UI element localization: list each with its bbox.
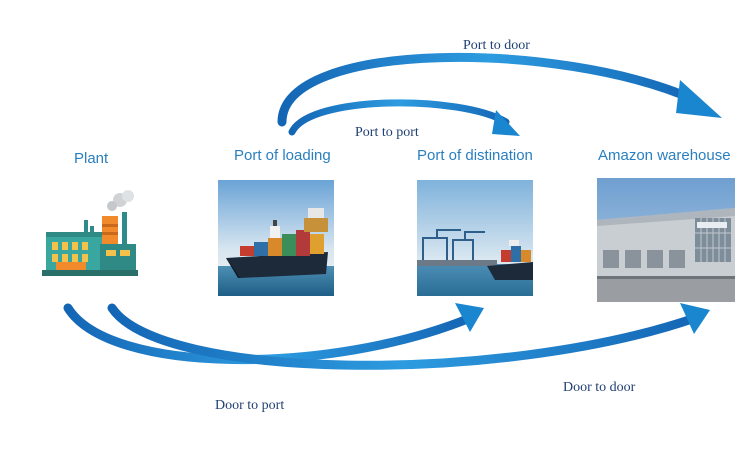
- port-of-loading-label: Port of loading: [234, 147, 331, 164]
- plant-label: Plant: [74, 150, 109, 167]
- amazon-warehouse-label: Amazon warehouse: [598, 147, 731, 164]
- port-to-port-arrow: [288, 99, 520, 136]
- door-to-door-label: Door to door: [563, 380, 636, 395]
- door-to-port-label: Door to port: [215, 398, 285, 413]
- port-of-destination-label: Port of distination: [417, 147, 533, 164]
- warehouse-photo: [597, 178, 735, 302]
- port-to-door-label: Port to door: [463, 38, 530, 53]
- port-to-door-arrow: [277, 52, 722, 127]
- cargo-ship-photo: [218, 180, 334, 296]
- container-port-photo: [417, 180, 533, 296]
- door-to-port-arrow: [63, 303, 484, 364]
- factory-icon: [40, 188, 140, 280]
- door-to-door-arrow: [107, 303, 710, 370]
- port-to-port-label: Port to port: [355, 125, 419, 140]
